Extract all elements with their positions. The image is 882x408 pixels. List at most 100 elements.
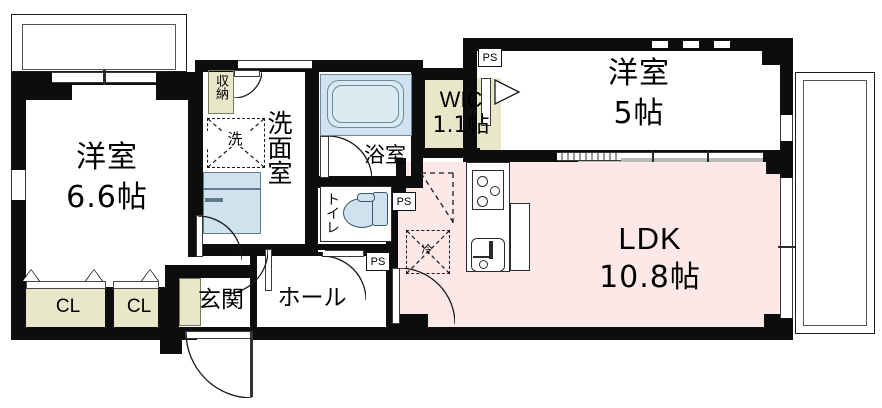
wall-genkan-top [165,265,257,278]
wall-kitchen-left [396,158,406,194]
partition-5jo-ldk-hatch [557,152,621,161]
wall-senmen-bottom [188,244,318,256]
kitchen-side-cabinet [510,203,530,271]
wall-toilet-left [305,176,318,256]
wall-column-ldk-right [766,162,782,174]
shuunou-door-arc [234,70,262,98]
toilet-seat-line [357,193,375,202]
cl-right-door[interactable] [113,281,159,289]
label-washitsu-5-name: 洋室 [608,56,670,91]
label-ldk-name: LDK [618,221,682,256]
fridge-upper-dash [420,172,454,224]
yokushitsu-door-arc [328,136,372,180]
wall-column-5jo-right [762,51,782,65]
partition-5jo-ldk-grey [578,158,763,162]
wall-bottom-right [252,327,792,340]
ps-badge-mid: PS [392,192,416,211]
wall-wic-top [415,68,477,80]
wall-column-ldk-bl [398,314,428,328]
label-cl-right: CL [126,296,152,317]
window-5jo-top-3 [714,41,730,48]
kitchen-faucet [489,241,493,259]
label-washitsu-66-size: 6.6帖 [66,180,148,215]
wall-column-cl-right [158,287,168,330]
label-ldk-size: 10.8帖 [599,260,701,295]
toilet-door-leaf[interactable] [322,250,364,257]
room-fill-washitsu-5 [497,50,782,160]
vanity-divider [203,188,261,190]
balcony-top-left-inner [22,24,176,70]
wall-column-ldk-br [764,314,782,328]
washer-label: 洗 [207,131,263,147]
washitsu-66-door-arc [198,216,242,260]
genkan-door-arc [186,332,252,398]
wall-column-cl-mid [105,287,114,330]
fridge-x-lines [407,231,449,273]
label-toilet: トイレ [324,192,340,234]
kitchen-faucet-arm [473,256,493,259]
room-fill-washitsu-66 [26,84,188,280]
ps-badge-top: PS [478,48,502,67]
wall-wic-bottom [415,148,480,158]
label-hall: ホール [277,285,347,311]
cl-fold-mark-3 [141,269,159,281]
vanity-handle [205,198,223,202]
cl-right-fill [113,287,165,330]
cl-fold-mark-1 [22,269,40,281]
bathtub-rim [332,85,399,123]
label-genkan: 玄関 [198,287,244,313]
kitchen-drain [479,260,488,269]
wall-senmen-yoku [305,60,319,188]
window-ldk-right [780,178,793,318]
wall-genkan-stub [160,327,182,354]
shuunou-door-leaf[interactable] [234,70,260,77]
vanity-counter [203,172,261,234]
label-shuunou: 収納 [213,74,228,100]
partition-mullion-2 [707,151,709,162]
label-yokushitsu: 浴室 [364,143,406,167]
toilet-door-arc [322,256,366,300]
wall-genkan-hall [250,255,257,328]
window-5jo-top-2 [683,41,699,48]
wic-entry-arrow [494,78,521,106]
shuunou-fill [208,70,234,114]
burner-2 [490,186,500,196]
senmenshitsu-door-arc [224,250,268,294]
hall-ldk-door-leaf[interactable] [392,268,400,324]
shuunou-outline [208,70,234,114]
label-cl-left: CL [55,296,81,317]
label-wic-size: 1.1帖 [432,113,490,138]
burner-1 [477,176,488,187]
wall-66-senmen [188,72,203,257]
window-5jo-right [780,115,793,141]
kitchen-sink [471,238,505,272]
wall-genkan-left [165,265,179,331]
wall-column-66-left [26,84,72,100]
senmenshitsu-door-leaf[interactable] [265,249,272,291]
yokushitsu-door-leaf[interactable] [320,136,329,178]
wic-door-leaf[interactable] [481,78,491,126]
burner-3 [477,196,488,207]
hall-ldk-door-arc [399,268,455,324]
cl-left-door[interactable] [26,281,106,289]
cl-left-fill [26,287,110,330]
shoe-closet-fill [179,278,201,326]
wall-top-right [463,38,793,51]
fridge-label: 冷 [421,243,433,256]
balcony-right-inner [803,80,867,326]
label-senmenshitsu: 洗面室 [264,110,293,185]
genkan-door-jamb [250,331,253,397]
shoe-closet-outline [179,278,201,326]
window-mullion-66 [103,70,106,85]
partition-mullion-1 [652,151,654,162]
cl-fold-mark-2 [85,269,103,281]
label-washitsu-66-name: 洋室 [76,140,138,175]
window-senmen-top [238,60,312,69]
wall-bottom-left [11,327,197,340]
window-5jo-top-1 [652,41,668,48]
hall-north-door-leaf[interactable] [318,250,325,252]
fridge-space-box [406,230,450,274]
ps-badge-low: PS [366,252,390,271]
label-wic-name: WIC [439,87,483,112]
